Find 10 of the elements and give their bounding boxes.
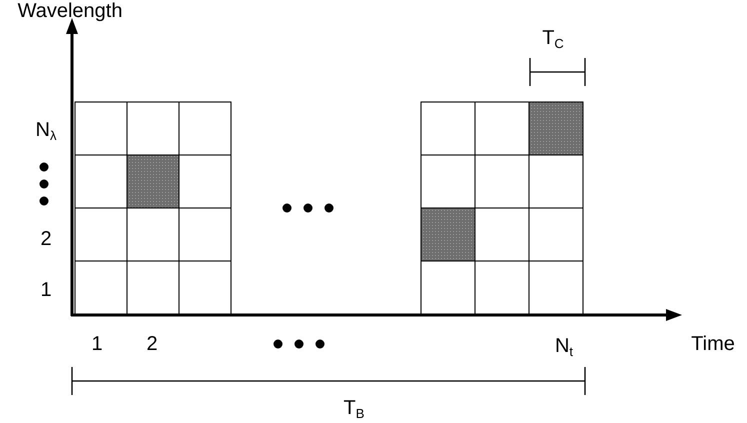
axis-title: Time — [691, 333, 735, 355]
axis-tick-label: 2 — [40, 228, 52, 250]
duration-label: T$_{B}$ — [344, 397, 364, 419]
axis-tick-label: 2 — [146, 333, 158, 355]
axis-title: Wavelength — [18, 0, 122, 22]
axis-tick-label: N$_{λ}$ — [36, 119, 56, 141]
axis-tick-label: 1 — [91, 333, 103, 355]
axis-tick-label: 1 — [40, 279, 52, 301]
axis-tick-label: N$_{t}$ — [554, 335, 574, 357]
duration-label: T$_{C}$ — [542, 27, 564, 49]
